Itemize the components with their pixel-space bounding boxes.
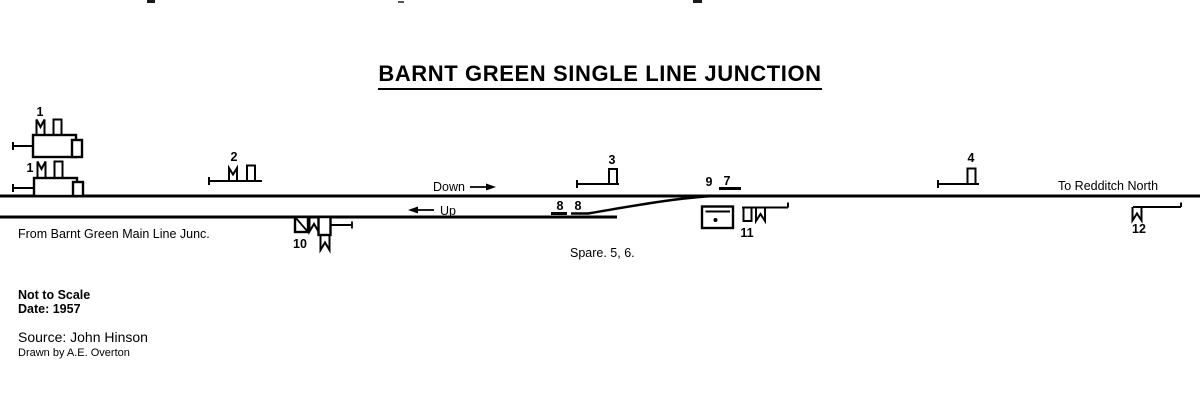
scan-artifact bbox=[693, 0, 702, 3]
signal-3: 3 bbox=[576, 153, 619, 188]
destination-left-label: From Barnt Green Main Line Junc. bbox=[18, 227, 210, 241]
right-arrowhead-icon bbox=[486, 183, 496, 191]
stop-arm-icon bbox=[53, 160, 64, 178]
bracket-platform bbox=[31, 133, 78, 159]
bracket-platform bbox=[32, 176, 79, 198]
signal-number: 11 bbox=[740, 226, 753, 240]
distant-arm-fishtail-icon bbox=[228, 164, 238, 181]
stop-arm-icon bbox=[966, 167, 977, 184]
signal-number: 10 bbox=[293, 237, 307, 251]
destination-right-label: To Redditch North bbox=[1058, 179, 1158, 193]
distant-arm-fishtail-icon bbox=[308, 217, 320, 236]
signal-box-outline bbox=[700, 205, 735, 230]
signal-4: 4 bbox=[937, 151, 979, 188]
signal-1-upper: 1 bbox=[12, 105, 84, 159]
signal-box-dot-icon bbox=[713, 218, 718, 222]
left-arrowhead-icon bbox=[408, 206, 418, 214]
signal-number: 2 bbox=[231, 150, 238, 164]
signal-2: 2 bbox=[208, 150, 262, 185]
title-container: BARNT GREEN SINGLE LINE JUNCTION bbox=[0, 61, 1200, 90]
distant-arm-fishtail-icon bbox=[755, 207, 766, 225]
footer-source: Source: John Hinson bbox=[18, 329, 148, 345]
points-8-right-label: 8 bbox=[575, 199, 582, 213]
scan-artifact bbox=[398, 1, 404, 3]
points-7-label: 7 bbox=[724, 174, 731, 188]
up-direction: Up bbox=[408, 204, 456, 218]
distant-arm-fishtail-icon bbox=[319, 235, 331, 254]
distant-arm-fishtail-icon bbox=[36, 161, 47, 178]
signal-box-symbol bbox=[700, 205, 735, 230]
stop-arm-icon bbox=[246, 164, 256, 181]
arm-rectangle bbox=[70, 138, 84, 159]
signal-number: 1 bbox=[27, 161, 34, 175]
scan-artifact bbox=[147, 0, 155, 3]
distant-arm-fishtail-icon bbox=[35, 119, 46, 135]
down-direction: Down bbox=[433, 180, 496, 194]
signal-number: 3 bbox=[609, 153, 616, 167]
signal-11: 11 bbox=[740, 202, 789, 240]
footer-drawn-by: Drawn by A.E. Overton bbox=[18, 347, 130, 359]
signal-number: 4 bbox=[968, 151, 975, 165]
shunt-arm-diagonal bbox=[294, 216, 309, 233]
spare-note: Spare. 5, 6. bbox=[570, 246, 635, 260]
signal-number: 12 bbox=[1132, 222, 1146, 236]
arm-rectangle bbox=[317, 215, 332, 237]
points-9-label: 9 bbox=[706, 175, 713, 189]
footer-date: Date: 1957 bbox=[18, 302, 81, 316]
stop-arm-icon bbox=[742, 207, 753, 222]
signal-12: 12 bbox=[1131, 202, 1182, 236]
signal-10: 10 bbox=[293, 215, 353, 254]
distant-arm-fishtail-icon bbox=[1131, 207, 1143, 224]
down-label: Down bbox=[433, 180, 465, 194]
points-8-left-label: 8 bbox=[557, 199, 564, 213]
arm-rectangle bbox=[71, 180, 85, 198]
up-label: Up bbox=[440, 204, 456, 218]
signal-1-lower: 1 bbox=[12, 160, 85, 198]
diagram-title: BARNT GREEN SINGLE LINE JUNCTION bbox=[378, 61, 822, 90]
junction-curve bbox=[571, 194, 721, 215]
stop-arm-icon bbox=[608, 168, 618, 184]
footer-scale: Not to Scale bbox=[18, 288, 90, 302]
signal-number: 1 bbox=[37, 105, 44, 119]
stop-arm-icon bbox=[52, 118, 63, 135]
